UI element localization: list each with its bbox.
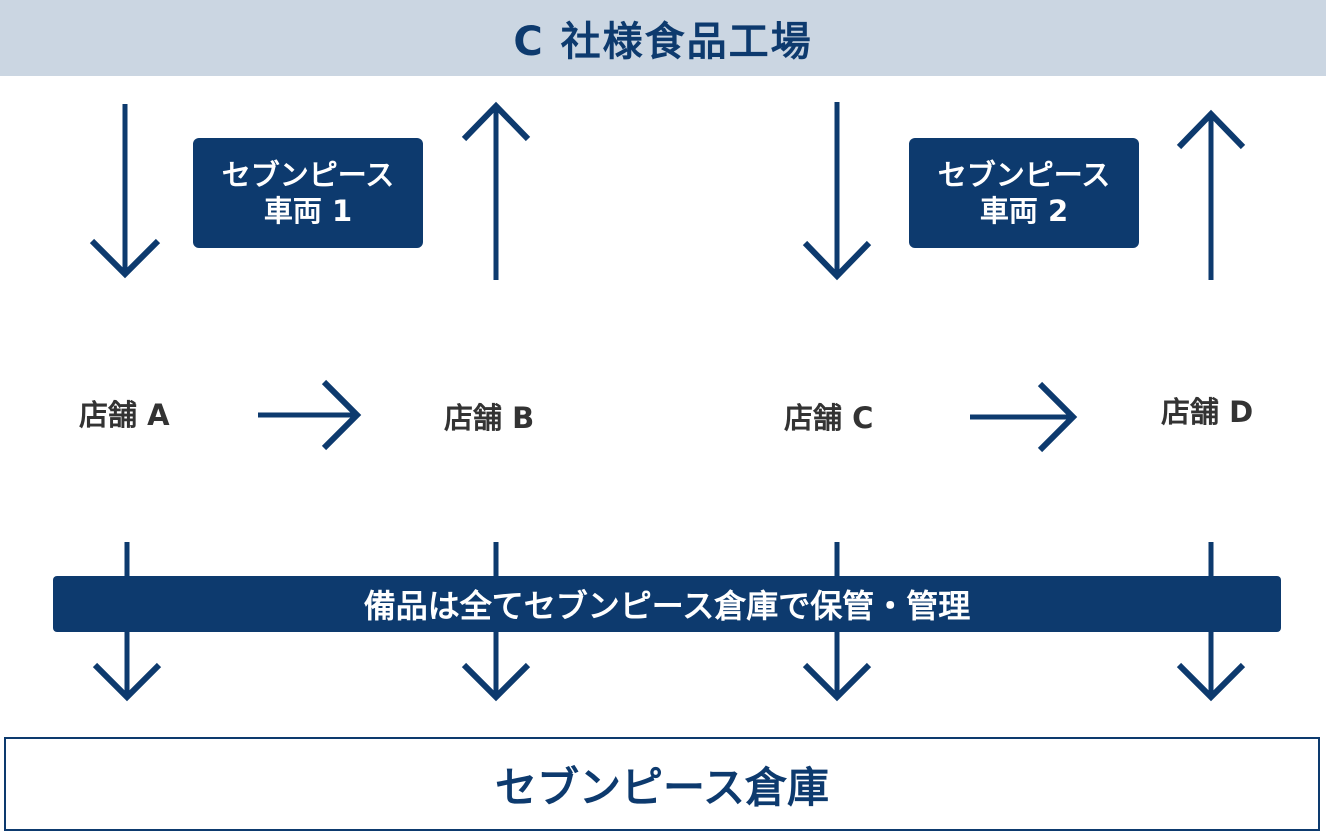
warehouse-box: セブンピース倉庫 (4, 737, 1320, 831)
arrow-store-c-to-store-d (970, 381, 1078, 453)
vehicle-1-number: 車両 1 (263, 194, 353, 228)
vehicle-2-number: 車両 2 (979, 194, 1069, 228)
storage-policy-bar: 備品は全てセブンピース倉庫で保管・管理 (53, 576, 1281, 632)
factory-title: C 社様食品工場 (513, 19, 813, 65)
store-c-label: 店舗 C (784, 401, 874, 435)
arrow-store-d-to-factory (1176, 109, 1246, 280)
vehicle-2-badge: セブンピース 車両 2 (909, 138, 1139, 248)
vehicle-2-name: セブンピース (937, 158, 1111, 192)
warehouse-label: セブンピース倉庫 (495, 762, 829, 812)
vehicle-1-badge: セブンピース 車両 1 (193, 138, 423, 248)
arrow-store-b-to-factory (461, 101, 531, 280)
vehicle-1-name: セブンピース (221, 158, 395, 192)
store-d-label: 店舗 D (1161, 395, 1254, 429)
arrow-store-a-to-store-b (258, 379, 362, 451)
store-a-label: 店舗 A (79, 398, 170, 432)
store-b-label: 店舗 B (444, 401, 535, 435)
arrow-factory-to-store-a (89, 104, 161, 279)
factory-banner: C 社様食品工場 (0, 0, 1326, 76)
storage-policy-text: 備品は全てセブンピース倉庫で保管・管理 (363, 587, 971, 625)
arrow-factory-to-store-c (802, 102, 872, 281)
